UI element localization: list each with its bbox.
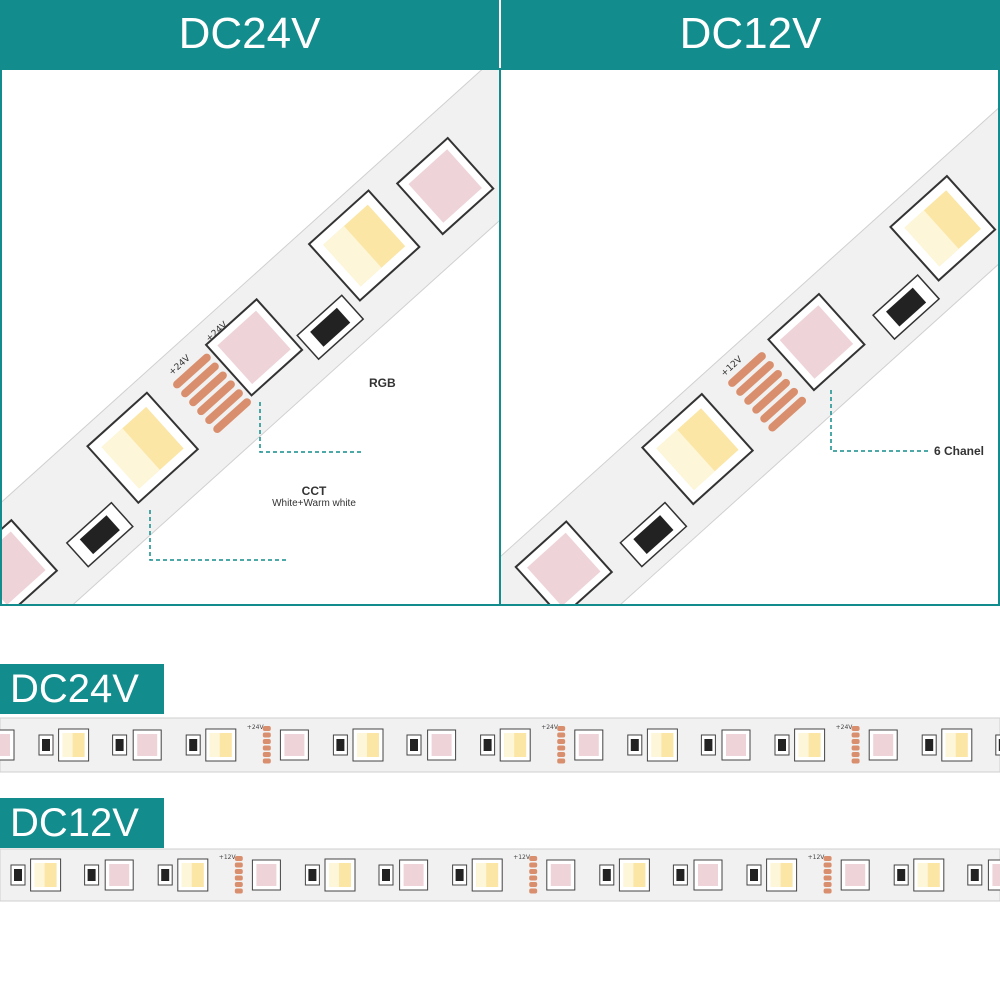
rgb-led-chip [2, 518, 59, 604]
solder-pads: +24V [247, 724, 271, 764]
rgb-led-chip [204, 297, 304, 397]
panel-title-dc12v: DC12V [501, 0, 1000, 68]
rgb-led-chip [399, 859, 429, 891]
resistor [304, 864, 320, 886]
resistor [296, 294, 365, 361]
cct-led-chip [307, 189, 421, 302]
cct-led-chip [471, 858, 503, 892]
rgb-led-chip [868, 729, 898, 761]
cct-led-chip [640, 392, 755, 506]
cct-led-chip [30, 858, 62, 892]
rgb-led-chip [987, 859, 1000, 891]
rgb-led-chip [104, 859, 134, 891]
rgb-led-chip [514, 520, 614, 604]
resistor [893, 864, 909, 886]
six-channel-callout: 6 Chanel [934, 444, 984, 458]
resistor [746, 864, 762, 886]
resistor [38, 734, 54, 756]
resistor [332, 734, 348, 756]
resistor [774, 734, 790, 756]
rgb-led-chip [767, 292, 866, 392]
led-strip-12v: +12V +12V +12V [0, 848, 1000, 902]
resistor [480, 734, 496, 756]
solder-pads: +24V [541, 724, 566, 764]
led-strip-closeup-24v: +24V +24V [2, 70, 499, 604]
pad-voltage-label: +12V [513, 854, 531, 861]
strip-chips-12v: +12V +12V +12V [10, 854, 1000, 894]
rgb-led-chip [279, 729, 309, 761]
pad-voltage-label: +12V [219, 854, 237, 861]
cct-led-chip [86, 391, 200, 505]
rgb-led-chip [546, 859, 576, 891]
rgb-led-chip [574, 729, 604, 761]
cct-led-chip [889, 174, 997, 282]
solder-pads: +24V [836, 724, 860, 764]
resistor [672, 864, 688, 886]
led-strip-closeup-12v: +12V [501, 70, 998, 604]
cct-callout-label: CCT [301, 484, 327, 498]
cct-led-chip [58, 728, 90, 762]
resistor [378, 864, 394, 886]
resistor [10, 864, 26, 886]
pad-voltage-label: +12V [808, 854, 826, 861]
resistor [872, 274, 941, 341]
cct-led-chip [499, 728, 531, 762]
cct-led-chip [646, 728, 678, 762]
rgb-led-chip [693, 859, 723, 891]
resistor [599, 864, 615, 886]
cct-led-chip [618, 858, 650, 892]
pad-voltage-label: +24V [836, 724, 854, 731]
closeup-panel-dc24v: +24V +24V RGB CCT White+Warm white [0, 68, 501, 606]
resistor [84, 864, 100, 886]
resistor [157, 864, 173, 886]
rgb-callout: RGB [369, 376, 396, 390]
rgb-led-chip [395, 136, 495, 236]
strip-chips-24v: +24V +24V +24V [0, 724, 1000, 764]
solder-pads [728, 352, 807, 432]
rgb-led-chip [427, 729, 457, 761]
solder-pads: +12V [513, 854, 538, 894]
strip-label-dc12v: DC12V [0, 798, 164, 848]
cct-led-chip [352, 728, 384, 762]
rgb-led-chip [251, 859, 281, 891]
resistor [995, 734, 1000, 756]
resistor [921, 734, 937, 756]
closeup-panel-dc12v: +12V 6 Chanel [499, 68, 1000, 606]
resistor [700, 734, 716, 756]
cct-led-chip [913, 858, 945, 892]
resistor [65, 501, 134, 568]
led-strip-24v: +24V +24V +24V [0, 717, 1000, 773]
pad-voltage-label: +24V [247, 724, 265, 731]
resistor [627, 734, 643, 756]
cct-callout-sublabel: White+Warm white [272, 498, 356, 509]
resistor [619, 501, 688, 568]
cct-led-chip [941, 728, 973, 762]
pad-voltage-label: +24V [541, 724, 559, 731]
solder-pads [173, 353, 251, 433]
resistor [452, 864, 468, 886]
resistor [406, 734, 422, 756]
six-channel-callout-label: 6 Chanel [934, 444, 985, 458]
resistor [112, 734, 128, 756]
cct-led-chip [177, 858, 209, 892]
cct-led-chip [205, 728, 237, 762]
resistor [185, 734, 201, 756]
resistor [967, 864, 983, 886]
panel-title-dc24v: DC24V [0, 0, 499, 68]
solder-pads: +12V [808, 854, 832, 894]
rgb-led-chip [0, 729, 15, 761]
strip-label-dc24v: DC24V [0, 664, 164, 714]
rgb-callout-label: RGB [369, 376, 396, 390]
rgb-led-chip [721, 729, 751, 761]
cct-led-chip [324, 858, 356, 892]
solder-pads: +12V [219, 854, 243, 894]
cct-callout: CCT White+Warm white [254, 484, 374, 509]
rgb-led-chip [840, 859, 870, 891]
cct-led-chip [794, 728, 826, 762]
cct-led-chip [766, 858, 798, 892]
rgb-led-chip [132, 729, 162, 761]
